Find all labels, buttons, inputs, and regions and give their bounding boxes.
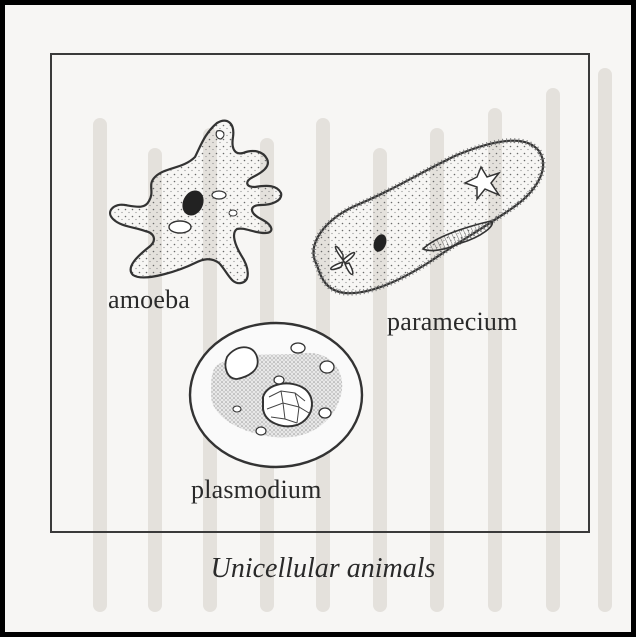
paramecium-drawing — [313, 141, 543, 294]
amoeba-label: amoeba — [108, 285, 190, 315]
amoeba-pseudopod-tip — [216, 131, 224, 139]
plasmodium-vacuole-2 — [320, 361, 334, 373]
organism-illustrations — [5, 5, 636, 637]
plasmodium-vacuole-3 — [274, 376, 284, 384]
amoeba-granule — [229, 210, 237, 216]
plasmodium-drawing — [190, 323, 362, 467]
amoeba-drawing — [110, 121, 281, 284]
amoeba-food-vacuole — [212, 191, 226, 199]
adjacent-page-edge — [632, 53, 636, 593]
plasmodium-vacuole-4 — [319, 408, 331, 418]
plasmodium-vacuole-1 — [291, 343, 305, 353]
amoeba-vacuole — [169, 221, 191, 233]
plasmodium-vacuole-5 — [256, 427, 266, 435]
plasmodium-vacuole-6 — [233, 406, 241, 412]
plasmodium-label: plasmodium — [191, 475, 322, 505]
figure-caption: Unicellular animals — [5, 553, 636, 585]
paramecium-label: paramecium — [387, 307, 518, 337]
